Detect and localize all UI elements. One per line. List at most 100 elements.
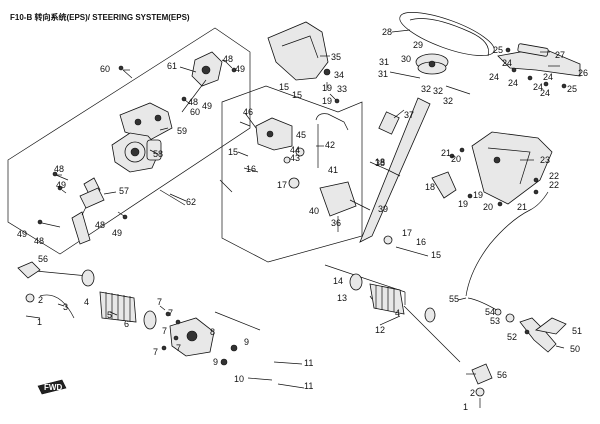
callout-49: 49 [56,180,66,190]
svg-text:FWD: FWD [44,383,62,392]
callout-48: 48 [54,164,64,174]
group-outlines [7,27,406,331]
callout-58: 58 [153,149,163,159]
callout-4: 4 [84,297,89,307]
eps-assembly [37,51,237,245]
callout-24: 24 [543,72,553,82]
callout-23: 23 [540,155,550,165]
callout-45: 45 [296,130,306,140]
column-assembly [237,21,357,232]
steering-wheel-assembly [359,12,495,257]
callout-30: 30 [401,54,411,64]
callout-19: 19 [473,190,483,200]
right-tie-rod-assembly [349,273,493,408]
callout-48: 48 [223,54,233,64]
callout-20: 20 [483,202,493,212]
callout-62: 62 [186,197,196,207]
callout-39: 39 [378,204,388,214]
callout-59: 59 [177,126,187,136]
callout-15: 15 [228,147,238,157]
callout-19: 19 [322,96,332,106]
callout-13: 13 [337,293,347,303]
callout-32: 32 [433,86,443,96]
callout-61: 61 [167,61,177,71]
callout-24: 24 [533,82,543,92]
callout-22: 22 [549,171,559,181]
callout-46: 46 [243,107,253,117]
callout-44: 44 [290,145,300,155]
callout-43: 43 [290,153,300,163]
callout-34: 34 [334,70,344,80]
callout-51: 51 [572,326,582,336]
callout-40: 40 [309,206,319,216]
callout-21: 21 [441,148,451,158]
callout-49: 49 [112,228,122,238]
callout-7: 7 [157,297,162,307]
callout-54: 54 [485,307,495,317]
callout-24: 24 [502,58,512,68]
callout-28: 28 [382,27,392,37]
callout-24: 24 [508,78,518,88]
forward-marker: FWD [37,379,67,395]
callout-48: 48 [188,97,198,107]
callout-41: 41 [328,165,338,175]
callout-12: 12 [375,325,385,335]
callout-32: 32 [443,96,453,106]
callout-labels: 1 1 2 2 3 4 4 5 6 7 7 7 7 7 8 9 9 10 11 … [17,27,588,412]
callout-60: 60 [100,64,110,74]
callout-20: 20 [451,154,461,164]
callout-15: 15 [431,250,441,260]
left-tie-rod-assembly [17,261,305,389]
callout-22: 22 [549,180,559,190]
callout-24: 24 [540,88,550,98]
callout-11: 11 [304,358,313,368]
callout-55: 55 [449,294,459,304]
callout-7: 7 [153,347,158,357]
callout-26: 26 [578,68,588,78]
callout-36: 36 [331,218,341,228]
callout-2: 2 [470,388,475,398]
callout-17: 17 [277,180,287,190]
callout-56: 56 [38,254,48,264]
callout-3: 3 [63,302,68,312]
callout-16: 16 [416,237,426,247]
callout-10: 10 [234,374,244,384]
callout-7: 7 [162,326,167,336]
callout-5: 5 [107,310,112,320]
callout-2: 2 [38,295,43,305]
callout-56: 56 [497,370,507,380]
callout-48: 48 [34,236,44,246]
callout-16: 16 [246,164,256,174]
callout-11: 11 [304,381,313,391]
callout-1: 1 [37,317,42,327]
callout-49: 49 [17,229,27,239]
callout-14: 14 [333,276,343,286]
callout-19: 19 [322,83,332,93]
handle-bracket-assembly [497,43,581,89]
callout-1: 1 [463,402,468,412]
callout-53: 53 [490,316,500,326]
callout-15: 15 [292,90,302,100]
callout-7: 7 [168,308,173,318]
callout-24: 24 [489,72,499,82]
callout-25: 25 [567,84,577,94]
callout-35: 35 [331,52,341,62]
callout-8: 8 [210,327,215,337]
callout-17: 17 [402,228,412,238]
callout-9: 9 [244,337,249,347]
callout-31: 31 [379,57,389,67]
callout-25: 25 [493,45,503,55]
callout-49: 49 [202,101,212,111]
dash-cover-assembly [431,131,553,207]
callout-50: 50 [570,344,580,354]
callout-9: 9 [213,357,218,367]
callout-18: 18 [375,157,385,167]
callout-27: 27 [555,50,565,60]
callout-60: 60 [190,107,200,117]
callout-18: 18 [425,182,435,192]
callout-4: 4 [395,308,400,318]
callout-48: 48 [95,220,105,230]
callout-42: 42 [325,140,335,150]
callout-37: 37 [404,110,414,120]
